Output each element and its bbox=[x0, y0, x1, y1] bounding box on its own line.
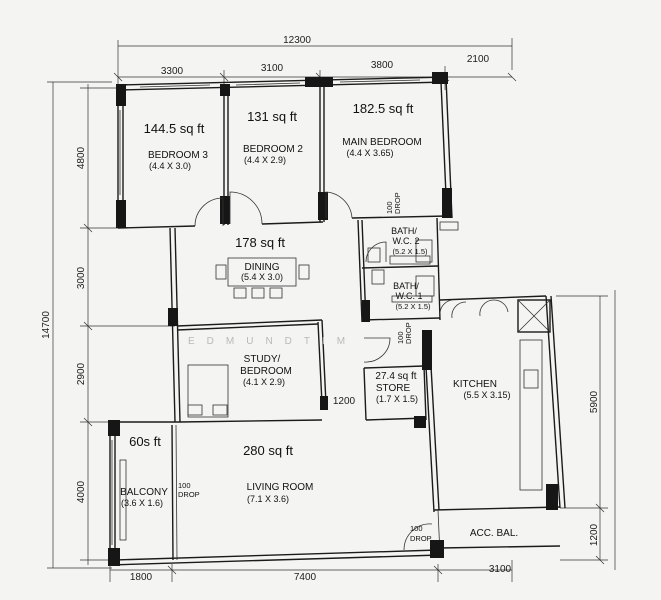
drop-accbal-label: DROP bbox=[410, 534, 432, 543]
acc-bal-name: ACC. BAL. bbox=[470, 528, 518, 539]
dim-bottom-1: 1800 bbox=[130, 572, 153, 583]
dim-bottom-3: 3100 bbox=[489, 564, 512, 575]
balcony-name: BALCONY bbox=[120, 487, 168, 498]
furniture bbox=[119, 221, 551, 541]
watermark: EDMUNDTIM bbox=[188, 336, 357, 347]
dim-top-4: 2100 bbox=[467, 54, 490, 65]
dining-size: (5.4 X 3.0) bbox=[241, 272, 283, 282]
drop-accbal-number: 100 bbox=[410, 524, 423, 533]
bedroom2-area: 131 sq ft bbox=[247, 109, 297, 124]
drop-store-label: DROP bbox=[404, 322, 413, 344]
dim-left-total: 14700 bbox=[41, 311, 52, 339]
room-labels: 144.5 sq ft BEDROOM 3 (4.4 X 3.0) 131 sq… bbox=[120, 101, 518, 539]
study-name-line1: STUDY/ bbox=[244, 354, 281, 365]
dim-top-total: 12300 bbox=[283, 35, 311, 46]
bath1-name-line1: BATH/ bbox=[393, 281, 419, 291]
bedroom3-area: 144.5 sq ft bbox=[144, 121, 205, 136]
bath1-size: (5.2 X 1.5) bbox=[395, 302, 431, 311]
main-bedroom-size: (4.4 X 3.65) bbox=[346, 148, 393, 158]
dim-top-3: 3800 bbox=[371, 60, 394, 71]
main-bedroom-area: 182.5 sq ft bbox=[353, 101, 414, 116]
dim-right-2: 1200 bbox=[589, 523, 600, 546]
dining-area: 178 sq ft bbox=[235, 235, 285, 250]
living-size: (7.1 X 3.6) bbox=[247, 494, 289, 504]
dimension-text: 12300 3300 3100 3800 2100 14700 4800 300… bbox=[41, 35, 600, 583]
balcony-size: (3.6 X 1.6) bbox=[121, 498, 163, 508]
store-area: 27.4 sq ft bbox=[375, 371, 416, 382]
dim-right-1: 5900 bbox=[589, 390, 600, 413]
dim-left-4: 4000 bbox=[76, 480, 87, 503]
drop-balcony-number: 100 bbox=[178, 481, 191, 490]
bath1-name-line2: W.C. 1 bbox=[395, 291, 422, 301]
store-size: (1.7 X 1.5) bbox=[376, 394, 418, 404]
living-name: LIVING ROOM bbox=[247, 482, 314, 493]
dim-left-2: 3000 bbox=[76, 266, 87, 289]
bath2-name-line1: BATH/ bbox=[391, 226, 417, 236]
drop-bath-number: 100 bbox=[385, 201, 394, 214]
columns bbox=[108, 72, 558, 566]
dim-left-1: 4800 bbox=[76, 146, 87, 169]
dimension-lines bbox=[47, 38, 616, 582]
balcony-area: 60s ft bbox=[129, 434, 161, 449]
living-area: 280 sq ft bbox=[243, 443, 293, 458]
dining-name: DINING bbox=[245, 262, 280, 273]
drop-labels: 100 DROP 100 DROP 100 DROP 100 DROP bbox=[178, 192, 432, 543]
windows bbox=[111, 79, 421, 545]
kitchen-name: KITCHEN bbox=[453, 379, 497, 390]
bedroom2-name: BEDROOM 2 bbox=[243, 144, 303, 155]
drop-bath-label: DROP bbox=[393, 192, 402, 214]
dim-left-3: 2900 bbox=[76, 362, 87, 385]
study-size: (4.1 X 2.9) bbox=[243, 377, 285, 387]
drop-balcony-label: DROP bbox=[178, 490, 200, 499]
drop-store-number: 100 bbox=[396, 331, 405, 344]
main-bedroom-name: MAIN BEDROOM bbox=[342, 137, 421, 148]
dim-top-1: 3300 bbox=[161, 66, 184, 77]
doors bbox=[194, 191, 509, 551]
study-name-line2: BEDROOM bbox=[240, 366, 292, 377]
bath2-name-line2: W.C. 2 bbox=[392, 236, 419, 246]
kitchen-size: (5.5 X 3.15) bbox=[463, 390, 510, 400]
bedroom3-size: (4.4 X 3.0) bbox=[149, 161, 191, 171]
dim-living-store: 1200 bbox=[333, 396, 356, 407]
store-name: STORE bbox=[376, 383, 411, 394]
bedroom2-size: (4.4 X 2.9) bbox=[244, 155, 286, 165]
bath2-size: (5.2 X 1.5) bbox=[392, 247, 428, 256]
dim-bottom-2: 7400 bbox=[294, 572, 317, 583]
dim-top-2: 3100 bbox=[261, 63, 284, 74]
bedroom3-name: BEDROOM 3 bbox=[148, 150, 208, 161]
